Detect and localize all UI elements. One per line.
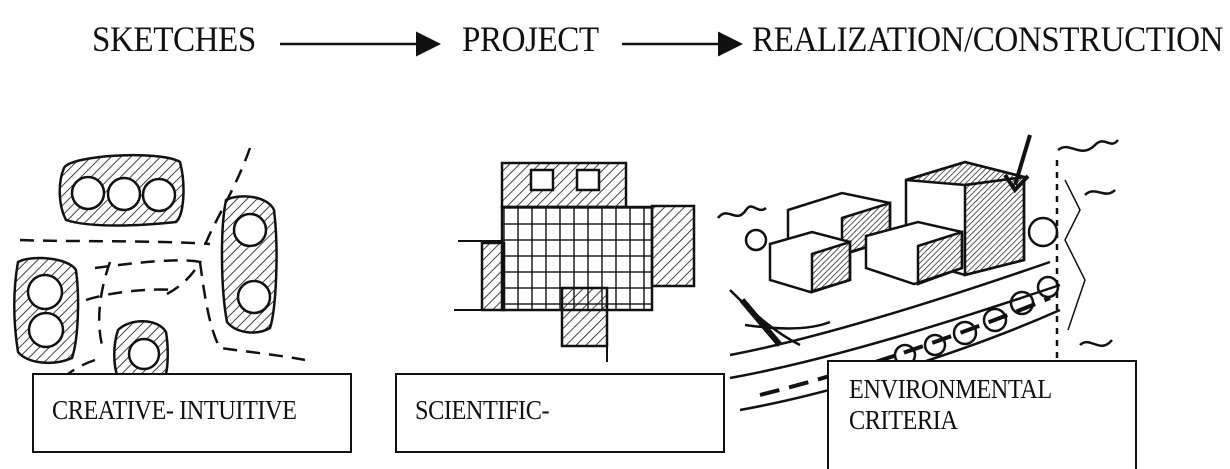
caption-line: CRITERIA xyxy=(849,405,958,436)
caption-line: CREATIVE- INTUITIVE xyxy=(52,395,297,425)
bubble-sketch xyxy=(13,147,306,384)
caption-creative-intuitive: CREATIVE- INTUITIVE xyxy=(32,373,352,453)
caption-environmental-criteria: ENVIRONMENTAL CRITERIA xyxy=(827,360,1137,469)
stage-title-project: PROJECT xyxy=(462,19,599,59)
stage-title-realization: REALIZATION/CONSTRUCTION xyxy=(752,19,1224,59)
caption-line: SCIENTIFIC- xyxy=(415,395,550,425)
perspective-sketch xyxy=(717,134,1119,412)
caption-line: ENVIRONMENTAL xyxy=(849,374,1052,404)
stage-title-sketches: SKETCHES xyxy=(92,19,256,59)
plan-sketch xyxy=(454,161,696,362)
caption-scientific: SCIENTIFIC- xyxy=(395,373,725,453)
